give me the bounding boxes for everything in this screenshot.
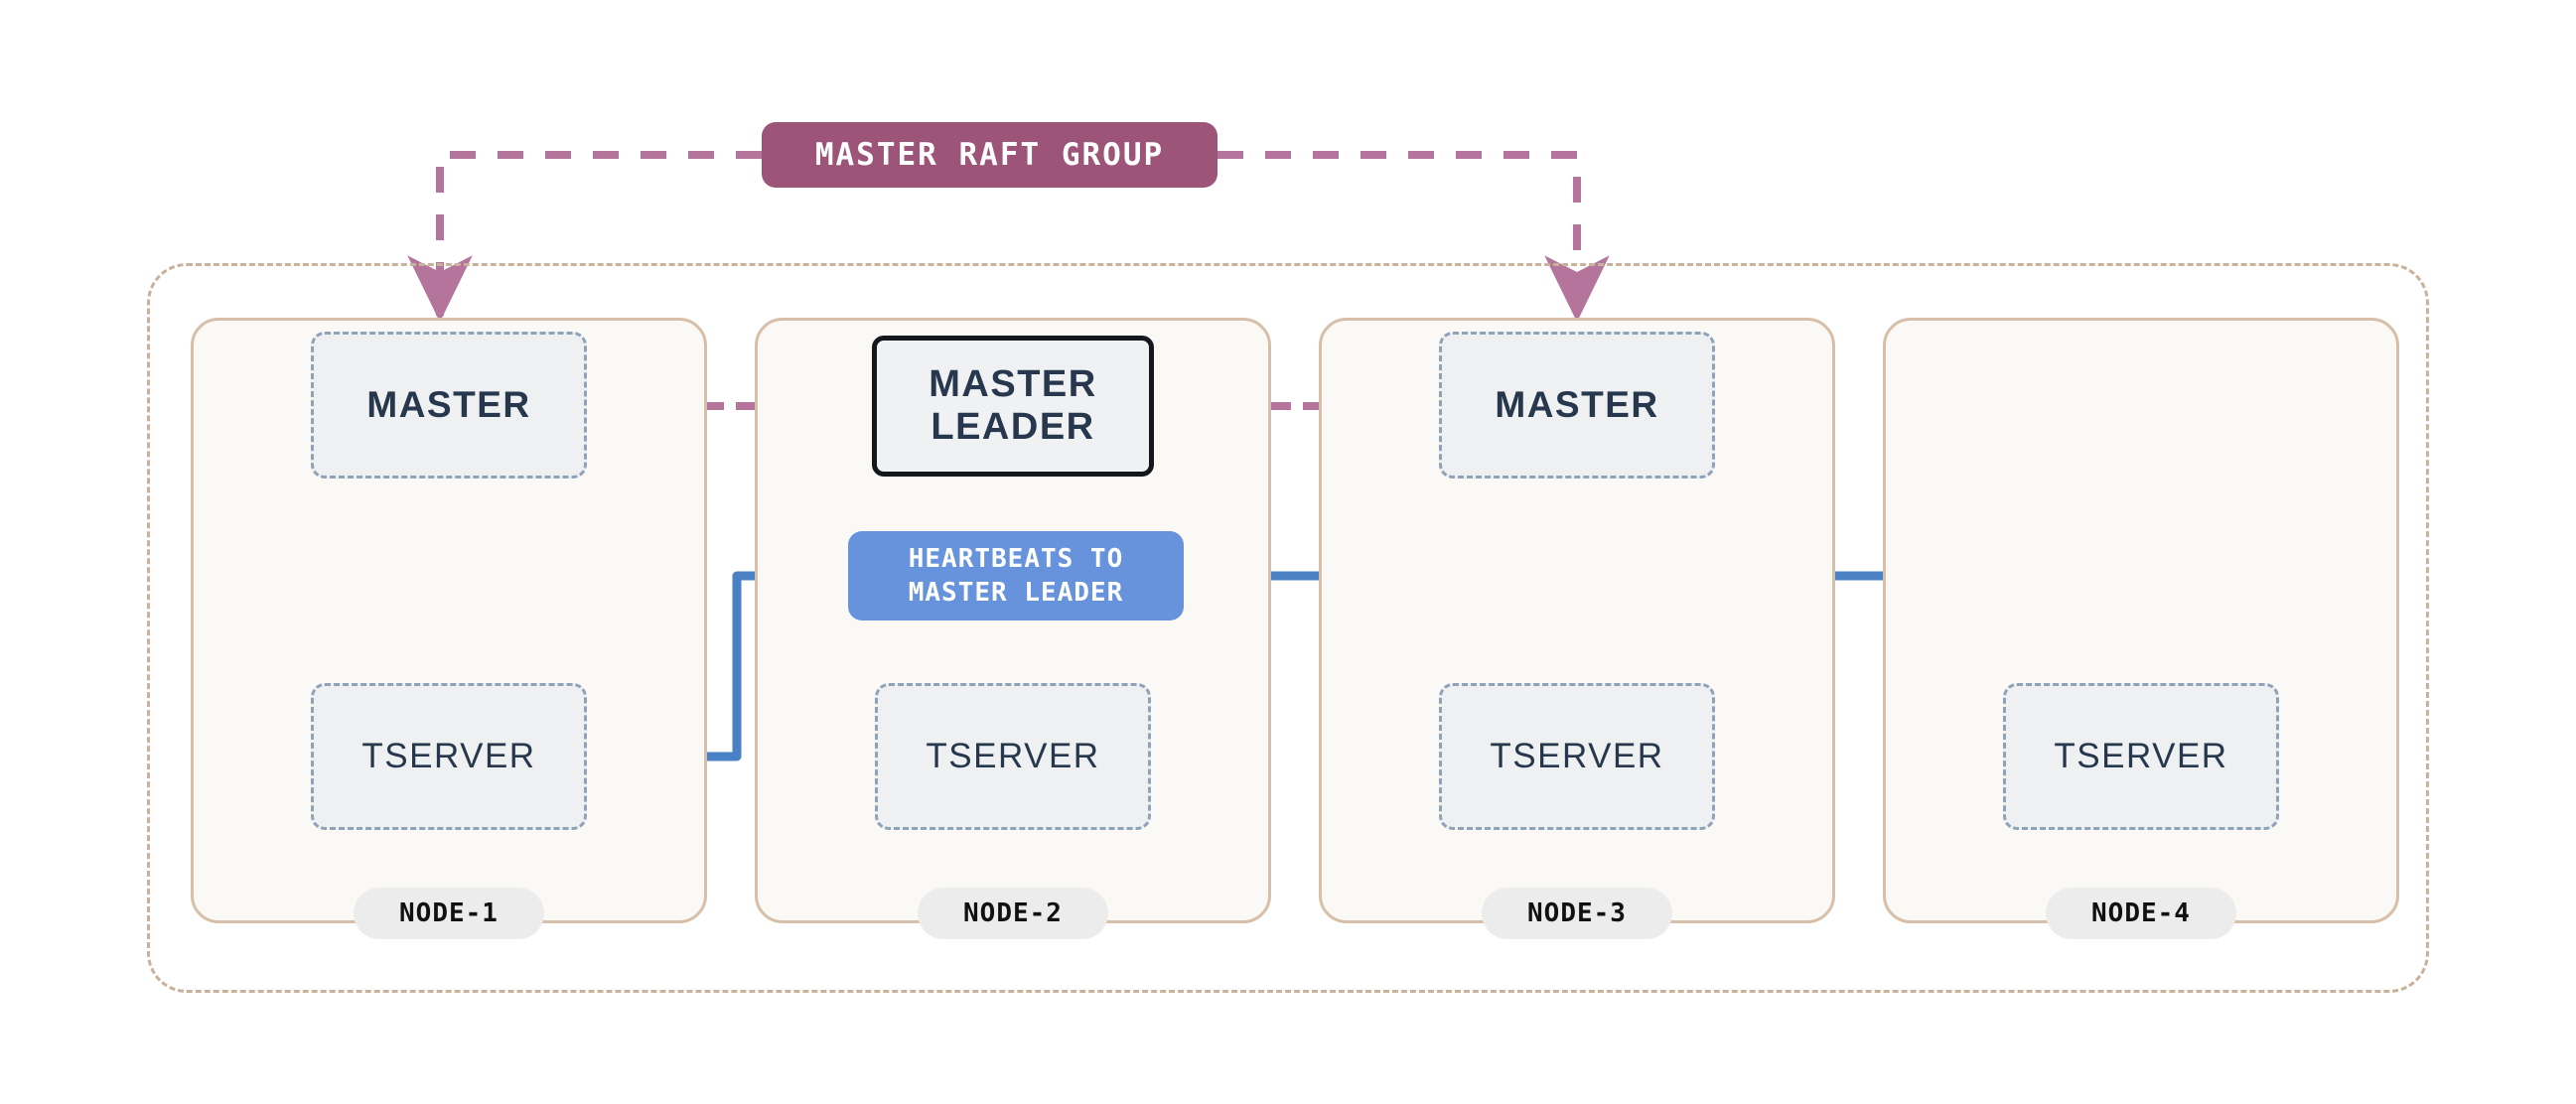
tserver-node-3[interactable]: TSERVER bbox=[1439, 683, 1715, 830]
tserver-label: TSERVER bbox=[1490, 737, 1664, 775]
tserver-label: TSERVER bbox=[926, 737, 1100, 775]
master-raft-group-label: MASTER RAFT GROUP bbox=[814, 137, 1165, 173]
node-label-text: NODE-4 bbox=[2091, 898, 2191, 928]
master-node-3[interactable]: MASTER bbox=[1439, 332, 1715, 479]
master-leader-label-line2: LEADER bbox=[930, 406, 1095, 448]
master-label: MASTER bbox=[366, 384, 531, 425]
heartbeats-badge: HEARTBEATS TO MASTER LEADER bbox=[848, 531, 1184, 621]
node-label-node-3: NODE-3 bbox=[1482, 888, 1672, 939]
master-node-1[interactable]: MASTER bbox=[311, 332, 587, 479]
node-label-text: NODE-3 bbox=[1527, 898, 1627, 928]
node-container-node-4[interactable] bbox=[1883, 318, 2399, 923]
node-label-node-1: NODE-1 bbox=[354, 888, 544, 939]
tserver-label: TSERVER bbox=[2054, 737, 2228, 775]
node-label-text: NODE-1 bbox=[399, 898, 499, 928]
node-label-node-4: NODE-4 bbox=[2046, 888, 2236, 939]
tserver-node-1[interactable]: TSERVER bbox=[311, 683, 587, 830]
tserver-label: TSERVER bbox=[361, 737, 536, 775]
tserver-node-2[interactable]: TSERVER bbox=[875, 683, 1151, 830]
tserver-node-4[interactable]: TSERVER bbox=[2003, 683, 2279, 830]
heartbeats-label-line1: HEARTBEATS TO bbox=[908, 543, 1124, 574]
cluster-boundary bbox=[147, 263, 2429, 993]
master-leader-node-2[interactable]: MASTER LEADER bbox=[872, 336, 1154, 477]
heartbeats-label-line2: MASTER LEADER bbox=[908, 578, 1124, 608]
master-leader-label-line1: MASTER bbox=[929, 363, 1097, 406]
master-raft-group-badge: MASTER RAFT GROUP bbox=[762, 122, 1217, 188]
node-label-node-2: NODE-2 bbox=[918, 888, 1108, 939]
master-label: MASTER bbox=[1495, 384, 1659, 425]
node-label-text: NODE-2 bbox=[963, 898, 1063, 928]
